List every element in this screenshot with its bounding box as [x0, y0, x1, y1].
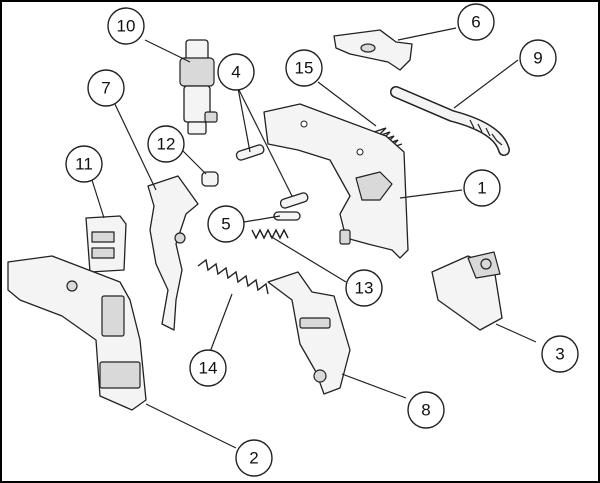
svg-text:15: 15 [295, 59, 314, 78]
callout-9: 9 [519, 39, 557, 77]
part-14-spring [197, 258, 269, 295]
svg-text:2: 2 [249, 449, 258, 468]
part-1-housing [263, 103, 409, 259]
svg-text:6: 6 [471, 13, 480, 32]
svg-text:13: 13 [355, 279, 374, 298]
part-12-bushing [201, 171, 219, 187]
callout-1: 1 [463, 169, 501, 207]
part-5-pin [273, 211, 301, 221]
callout-15: 15 [285, 49, 323, 87]
svg-text:9: 9 [533, 49, 542, 68]
svg-text:10: 10 [117, 17, 136, 36]
callout-2: 2 [235, 439, 273, 477]
part-11-block [85, 215, 127, 273]
callout-4: 4 [217, 53, 255, 91]
callout-6: 6 [457, 3, 495, 41]
callout-12: 12 [147, 125, 185, 163]
svg-text:14: 14 [199, 359, 218, 378]
part-9-tube [390, 86, 510, 156]
part-4-pins [235, 144, 309, 209]
part-7-trigger [147, 175, 199, 331]
callout-5: 5 [207, 205, 245, 243]
svg-text:12: 12 [157, 135, 176, 154]
part-2-chassis [7, 255, 147, 411]
svg-text:11: 11 [75, 155, 93, 174]
svg-text:5: 5 [221, 215, 230, 234]
callout-11: 11 [65, 145, 103, 183]
part-8-sear [267, 271, 351, 395]
svg-text:7: 7 [101, 79, 110, 98]
part-13-spring [251, 228, 289, 240]
part-10-fitting [179, 39, 218, 135]
svg-text:1: 1 [477, 179, 486, 198]
callout-10: 10 [107, 7, 145, 45]
part-3-valve-block [431, 251, 503, 331]
part-6-latch [333, 29, 413, 71]
callout-14: 14 [189, 349, 227, 387]
callout-7: 7 [87, 69, 125, 107]
leader-lines [91, 27, 537, 449]
callout-3: 3 [541, 335, 579, 373]
svg-text:8: 8 [421, 401, 430, 420]
svg-text:3: 3 [555, 345, 564, 364]
svg-text:4: 4 [231, 63, 240, 82]
callout-13: 13 [345, 269, 383, 307]
callout-8: 8 [407, 391, 445, 429]
